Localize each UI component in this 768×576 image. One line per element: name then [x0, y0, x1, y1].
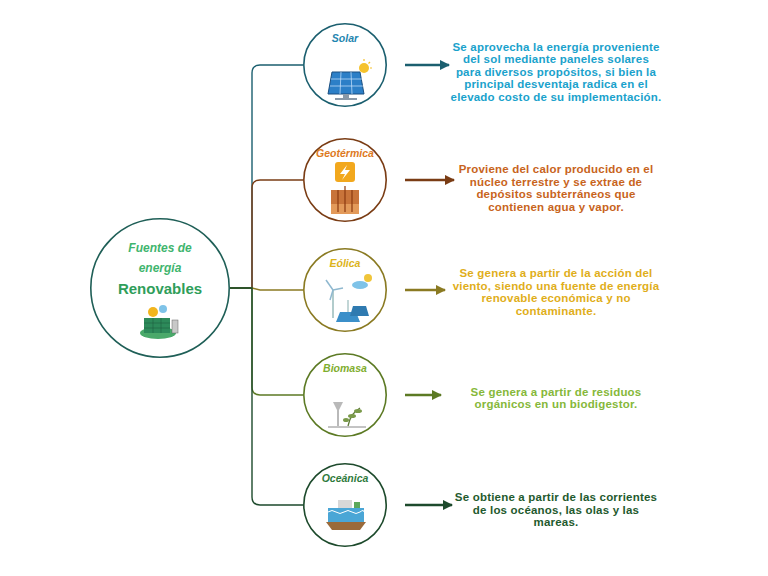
description: Se genera a partir de la acción del vien… [445, 267, 667, 317]
description: Se genera a partir de residuos orgánicos… [441, 386, 671, 411]
description-text: Se aprovecha la energía proveniente del … [449, 41, 663, 104]
arrow-connector [405, 179, 454, 182]
arrow-connector [405, 394, 441, 397]
energy-circle: Eólica [303, 248, 387, 332]
arrow-connector [405, 289, 445, 292]
central-title: Renovables [90, 280, 230, 298]
central-circle: Fuentes de energíaRenovables [90, 218, 230, 358]
description-text: Se obtiene a partir de las corrientes de… [452, 491, 660, 529]
circle-title: Eólica [303, 257, 387, 269]
circle-title: Solar [303, 32, 387, 44]
arrow-connector [405, 64, 449, 67]
branch-line [230, 180, 303, 288]
energy-circle: Solar [303, 23, 387, 107]
description-text: Proviene del calor producido en el núcle… [454, 163, 658, 213]
description: Se obtiene a partir de las corrientes de… [452, 491, 660, 529]
arrow-connector [405, 504, 452, 507]
energy-circle: Geotérmica [303, 138, 387, 222]
branch-line [230, 288, 303, 395]
description-text: Se genera a partir de residuos orgánicos… [441, 386, 671, 411]
energy-circle: Biomasa [303, 353, 387, 437]
branch-line [230, 65, 303, 288]
description-text: Se genera a partir de la acción del vien… [445, 267, 667, 317]
energy-circle: Oceánica [303, 463, 387, 547]
branch-line [230, 288, 303, 505]
circle-title: Biomasa [303, 362, 387, 374]
central-subtitle: Fuentes de energía [115, 238, 205, 278]
circle-title: Geotérmica [303, 147, 387, 159]
circle-title: Oceánica [303, 472, 387, 484]
description: Proviene del calor producido en el núcle… [454, 163, 658, 213]
description: Se aprovecha la energía proveniente del … [449, 41, 663, 104]
